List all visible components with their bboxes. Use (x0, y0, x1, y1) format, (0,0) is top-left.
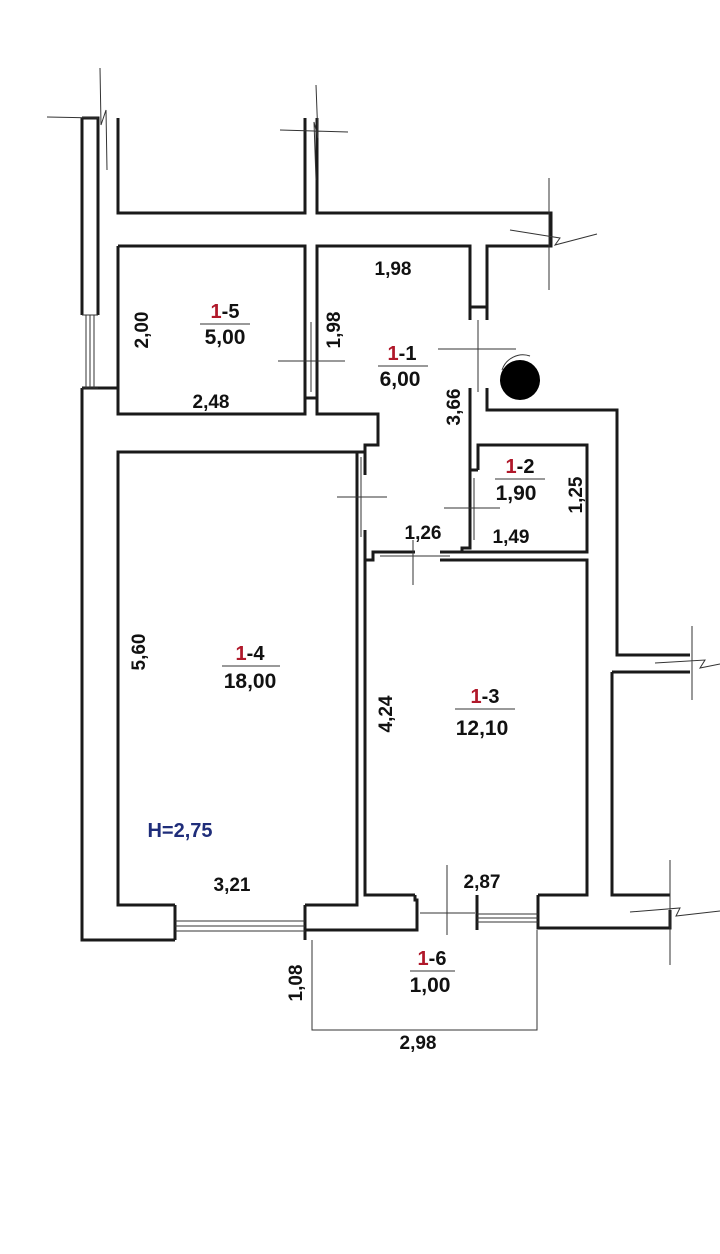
dim-r12-bottom: 1,49 (493, 527, 530, 548)
hall-right-walls (440, 307, 619, 650)
dim-r13-height: 4,24 (376, 695, 397, 732)
room-1-2-area: 1,90 (496, 482, 537, 505)
bottom-wall (173, 895, 672, 940)
door-mark-1-2 (444, 478, 500, 540)
partition-1-4-1-3 (305, 452, 589, 907)
room-1-5-number: 1-5 (211, 301, 240, 323)
dim-balcony-width: 2,98 (400, 1033, 437, 1054)
dim-r13-bottom: 2,87 (464, 872, 501, 893)
break-symbol-right-mid (654, 626, 720, 700)
break-symbol-top-left (46, 67, 108, 171)
door-mark-1-5 (278, 322, 345, 392)
door-mark-balcony (420, 865, 475, 935)
room-1-2-number: 1-2 (506, 456, 535, 478)
right-outer-wall (610, 650, 690, 897)
room-1-1-area: 6,00 (380, 368, 421, 391)
dim-r15-bottom: 2,48 (193, 392, 230, 413)
room-1-3-area: 12,10 (456, 717, 509, 740)
room-1-6-number: 1-6 (418, 948, 447, 970)
break-symbol-right-low (629, 860, 720, 965)
room-1-3-number: 1-3 (471, 686, 500, 708)
room-1-5-area: 5,00 (205, 326, 246, 349)
dim-r15-right: 1,98 (324, 312, 345, 349)
riser-marker-icon (500, 360, 540, 400)
room-labels: 1-5 5,00 1-1 6,00 1-2 1,90 1-4 18,00 1-3… (200, 301, 545, 997)
room-1-1-number: 1-1 (388, 343, 417, 365)
bottom-window-left (175, 920, 305, 932)
room-1-4-number: 1-4 (236, 643, 266, 665)
dim-r12-height: 1,25 (566, 476, 587, 513)
bottom-window-right (477, 913, 538, 923)
dim-r14-bottom: 3,21 (214, 875, 251, 896)
top-wall (116, 118, 553, 330)
room-1-4-area: 18,00 (224, 670, 277, 693)
break-symbol-top-mid (279, 84, 349, 181)
dim-r15-height: 2,00 (132, 312, 153, 349)
riser-marker-outline (501, 354, 531, 371)
left-window (82, 314, 98, 389)
door-mark-hall (438, 320, 516, 392)
door-mark-1-4 (337, 457, 387, 537)
room-1-5-walls (116, 246, 319, 398)
door-marks (278, 320, 516, 935)
break-symbol-top-right (509, 178, 598, 290)
dim-hall-length: 3,66 (444, 389, 465, 426)
walls (80, 116, 690, 1031)
outer-left-wall (80, 116, 380, 942)
dimension-labels: 1,98 2,00 1,98 2,48 3,66 1,25 1,26 1,49 … (129, 259, 587, 1054)
break-symbols (46, 67, 720, 965)
dim-top-hall-width: 1,98 (375, 259, 412, 280)
room-1-6-area: 1,00 (410, 974, 451, 997)
dim-balcony-depth: 1,08 (286, 965, 307, 1002)
dim-r14-height: 5,60 (129, 634, 150, 671)
ceiling-height: H=2,75 (147, 820, 212, 842)
door-mark-1-3 (380, 540, 450, 585)
balcony-outline (311, 930, 538, 1031)
dim-hall-bottom: 1,26 (405, 523, 442, 544)
